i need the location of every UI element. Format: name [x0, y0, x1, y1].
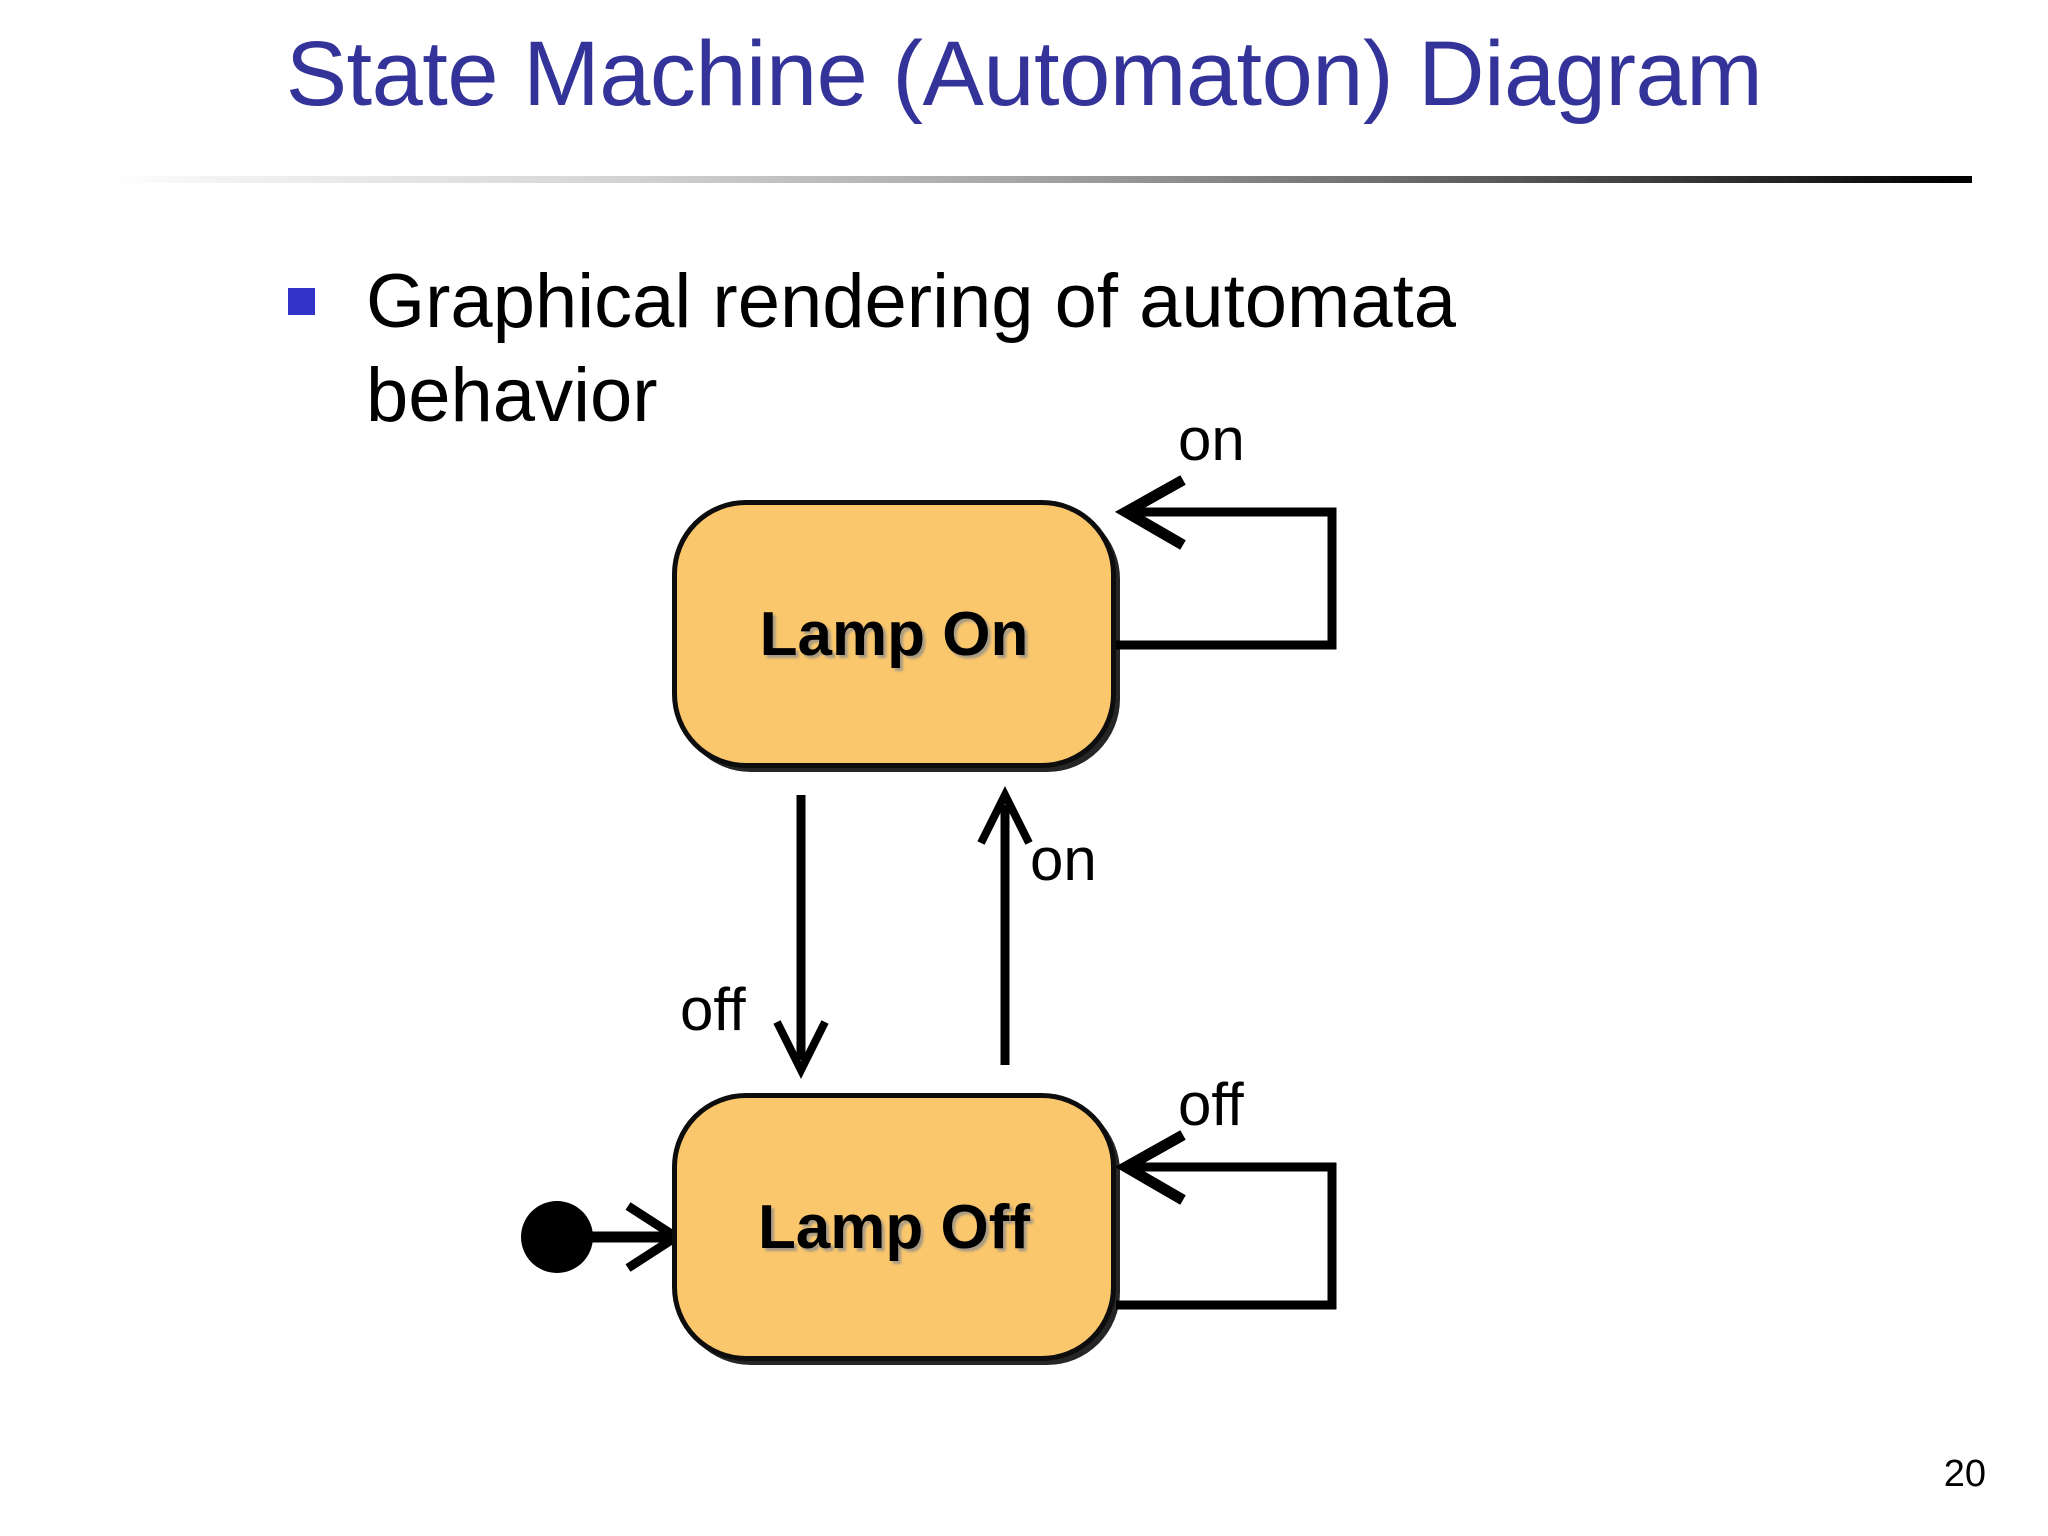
transition-on-self [1114, 475, 1337, 650]
transition-off-down [773, 795, 829, 1079]
transition-off-self [1114, 1130, 1337, 1310]
bullet-item-text: Graphical rendering of automata behavior [366, 259, 1456, 438]
state-label-lamp-off: Lamp Off [757, 1192, 1031, 1262]
page-title: State Machine (Automaton) Diagram [285, 23, 1763, 125]
state-label-lamp-on: Lamp On [759, 599, 1029, 669]
transition-on-up [977, 786, 1033, 1065]
state-node-lamp-off[interactable]: Lamp Off [672, 1093, 1116, 1361]
transition-label-on-up: on [1030, 826, 1097, 893]
initial-state-marker [521, 1201, 685, 1273]
title-divider [110, 176, 1972, 183]
bullet-square-icon [288, 288, 315, 315]
transition-label-on-self: on [1178, 406, 1245, 473]
transition-label-off-self: off [1178, 1071, 1244, 1138]
page-number: 20 [1943, 1453, 1986, 1495]
transition-label-off-down: off [680, 976, 746, 1043]
state-node-lamp-on[interactable]: Lamp On [672, 500, 1116, 768]
